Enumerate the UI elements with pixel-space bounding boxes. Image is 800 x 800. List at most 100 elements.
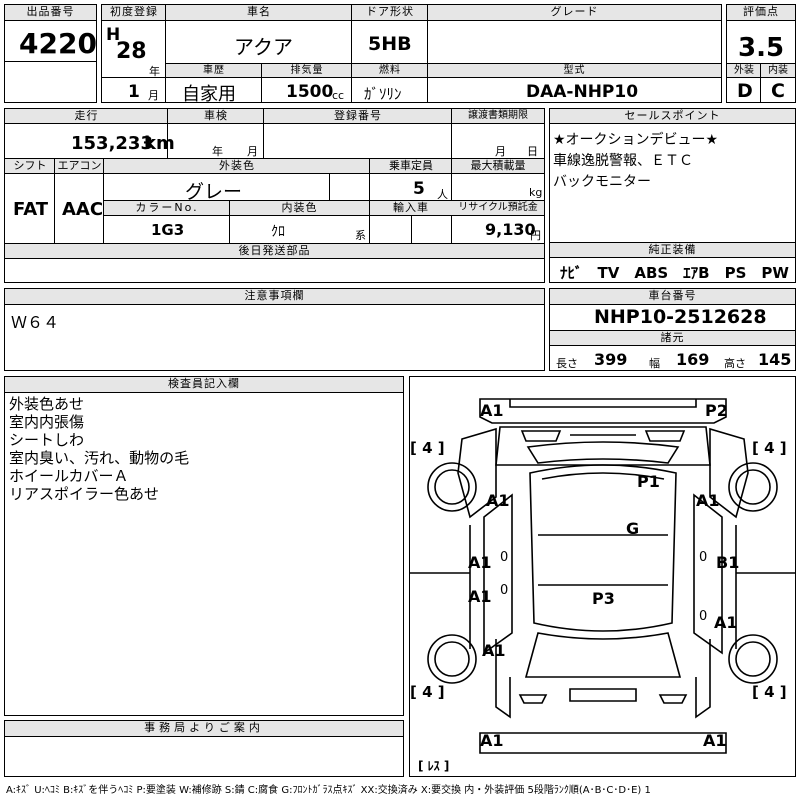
chassis-value: NHP10-2512628 <box>594 306 767 328</box>
damage-mark: P3 <box>592 589 615 608</box>
sales-point-line: バックモニター <box>553 174 651 190</box>
damage-mark: A1 <box>482 641 506 660</box>
door-zero: 0 <box>699 609 708 624</box>
specs-height-value: 145 <box>758 350 792 369</box>
score-ext-label: 外装 <box>727 64 761 78</box>
inspector-box: 検査員記入欄 外装色あせ 室内内張傷 シートしわ 室内臭い、汚れ、動物の毛 ホイ… <box>4 376 404 716</box>
inspector-line: 室内内張傷 <box>9 413 85 431</box>
history-label: 車歴 <box>166 64 262 78</box>
sales-point-label: セールスポイント <box>550 109 795 124</box>
spec-box: 初度登録 車名 ドア形状 グレード H 28 年 1 月 アクア 5HB 車歴 … <box>101 4 722 105</box>
car-outline <box>410 398 795 754</box>
equipment-label: 純正装備 <box>550 243 795 258</box>
damage-mark: A1 <box>480 401 504 420</box>
max-load-unit: kg <box>529 186 543 199</box>
sales-point-line: ★オークションデビュー★ <box>553 132 719 148</box>
caution-label: 注意事項欄 <box>5 289 544 305</box>
tyre-depth: [ 4 ] <box>410 683 445 701</box>
first-reg-label: 初度登録 <box>102 5 166 21</box>
specs-height-label: 高さ <box>724 357 746 370</box>
max-load-label: 最大積載量 <box>452 159 544 174</box>
door-zero: 0 <box>500 550 509 565</box>
aircon-value: AAC <box>62 199 104 220</box>
first-reg-month: 1 <box>128 82 140 102</box>
mileage-unit: km <box>144 133 175 154</box>
damage-mark: A1 <box>703 731 727 750</box>
ext-color-value: グレー <box>185 181 243 203</box>
car-name-label: 車名 <box>166 5 352 21</box>
chassis-label: 車台番号 <box>550 289 795 305</box>
first-reg-month-unit: 月 <box>148 89 159 102</box>
car-diagram: A1 P2 P1 A1 A1 G A1 B1 A1 P3 A1 A1 A1 A1… <box>409 376 796 777</box>
lot-value: 4220 <box>19 27 97 60</box>
recycle-label: リサイクル預託金 <box>452 201 544 216</box>
office-box: 事務局よりご案内 <box>4 720 404 777</box>
first-reg-era: H <box>106 25 121 45</box>
caution-box: 注意事項欄 Ｗ６４ <box>4 288 545 371</box>
damage-mark: A1 <box>714 613 738 632</box>
transfer-day-unit: 日 <box>527 145 538 158</box>
caution-value: Ｗ６４ <box>11 313 60 332</box>
score-value: 3.5 <box>738 33 785 63</box>
recycle-unit: 円 <box>530 229 541 242</box>
score-label: 評価点 <box>727 5 795 21</box>
score-box: 評価点 3.5 外装 内装 D C <box>726 4 796 103</box>
damage-mark: A1 <box>480 731 504 750</box>
inspection-month-unit: 月 <box>247 145 258 158</box>
model-label: 型式 <box>428 64 721 78</box>
inspector-line: 室内臭い、汚れ、動物の毛 <box>9 449 190 467</box>
int-color-label: 内装色 <box>230 201 369 216</box>
grade-label: グレード <box>428 5 721 21</box>
door-zero: 0 <box>699 550 708 565</box>
specs-width-value: 169 <box>676 350 710 369</box>
transfer-label: 譲渡書類期限 <box>452 109 544 124</box>
aircon-label: エアコン <box>55 159 104 174</box>
capacity-unit: 人 <box>437 188 448 201</box>
shift-label: シフト <box>5 159 55 174</box>
capacity-value: 5 <box>413 179 425 199</box>
damage-mark: A1 <box>468 553 492 572</box>
score-int-value: C <box>771 80 785 102</box>
first-reg-year-unit: 年 <box>149 65 160 78</box>
sales-point-box: セールスポイント ★オークションデビュー★ 車線逸脱警報、ＥＴＣ バックモニター… <box>549 108 796 283</box>
lot-label: 出品番号 <box>5 5 96 21</box>
capacity-label: 乗車定員 <box>370 159 452 174</box>
damage-mark: A1 <box>696 491 720 510</box>
mileage-value: 153,233 <box>71 133 153 154</box>
damage-mark: P1 <box>637 472 660 491</box>
specs-length-value: 399 <box>594 350 628 369</box>
door-value: 5HB <box>368 33 412 55</box>
displacement-value: 1500 <box>286 82 334 102</box>
model-value: DAA-NHP10 <box>526 82 639 102</box>
damage-mark: B1 <box>716 553 740 572</box>
inspector-line: ホイールカバーＡ <box>9 467 129 485</box>
specs-width-label: 幅 <box>649 357 660 370</box>
int-color-unit: 系 <box>355 229 366 242</box>
chassis-box: 車台番号 NHP10-2512628 諸元 長さ 399 幅 169 高さ 14… <box>549 288 796 371</box>
car-name-value: アクア <box>234 35 293 59</box>
tyre-depth: [ 4 ] <box>752 439 787 457</box>
tyre-depth: [ 4 ] <box>752 683 787 701</box>
history-value: 自家用 <box>182 84 236 105</box>
damage-mark: P2 <box>705 401 728 420</box>
sales-point-line: 車線逸脱警報、ＥＴＣ <box>553 153 693 169</box>
int-color-value: ｸﾛ <box>271 224 285 240</box>
ext-color-label: 外装色 <box>104 159 370 174</box>
fuel-label: 燃料 <box>352 64 428 78</box>
damage-mark: G <box>626 519 640 538</box>
color-no-value: 1G3 <box>151 221 185 239</box>
inspector-line: 外装色あせ <box>9 395 85 413</box>
inspector-label: 検査員記入欄 <box>5 377 403 393</box>
detail-box: 走行 車検 登録番号 譲渡書類期限 153,233 km 年 月 月 日 シフト… <box>4 108 545 283</box>
score-int-label: 内装 <box>761 64 795 78</box>
displacement-label: 排気量 <box>262 64 352 78</box>
inspection-label: 車検 <box>168 109 264 124</box>
later-parts-label: 後日発送部品 <box>5 244 544 259</box>
recycle-value: 9,130 <box>485 220 536 239</box>
tyre-depth: [ 4 ] <box>410 439 445 457</box>
damage-mark: A1 <box>486 491 510 510</box>
import-label: 輸入車 <box>370 201 452 216</box>
inspector-line: シートしわ <box>9 431 85 449</box>
first-reg-year: 28 <box>116 39 147 64</box>
displacement-unit: cc <box>332 89 345 102</box>
